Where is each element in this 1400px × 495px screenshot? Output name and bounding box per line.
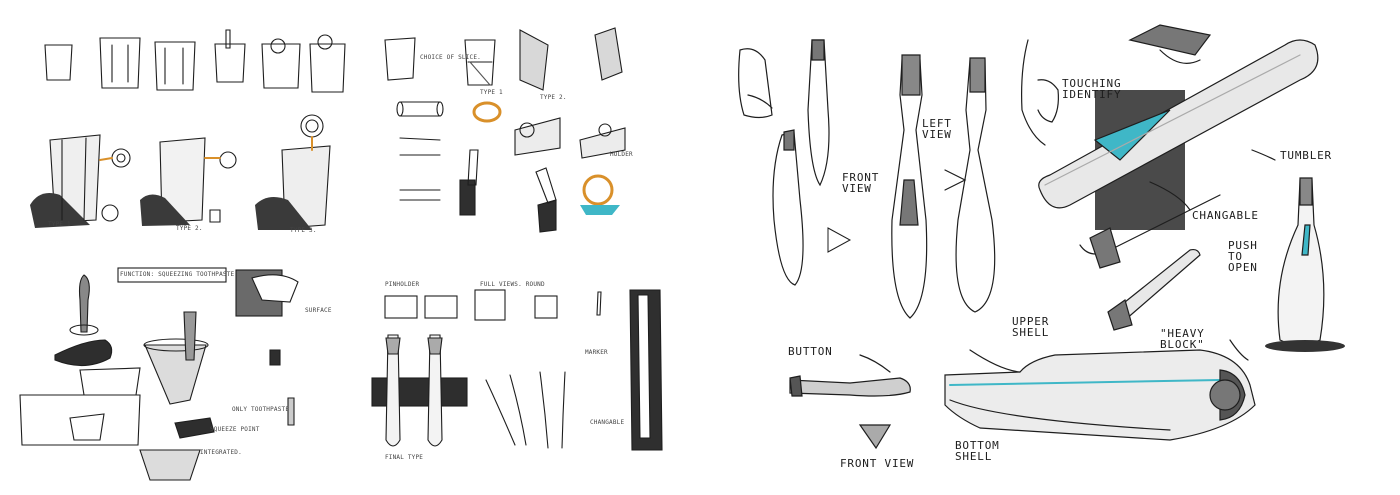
label-upper-shell: UPPER SHELL [1012, 315, 1050, 339]
shaded-cup-row [30, 114, 331, 230]
label-bottom-shell: BOTTOM SHELL [955, 439, 1000, 463]
right-sketch-sheet: FRONT VIEW LEFT VIEW TOUCHING IDENTIFY T… [700, 0, 1400, 495]
label-tumbler: TUMBLER [1280, 149, 1332, 162]
function-label-surface: SURFACE [305, 307, 332, 314]
final-toothbrush-study [371, 289, 663, 451]
label-front-view-bottom: FRONT VIEW [840, 457, 915, 470]
final-label-changable: CHANGABLE [590, 419, 625, 426]
cup-label-2: TYPE 2. [176, 225, 203, 232]
right-sheet-drawing [738, 24, 1345, 450]
cup-label-1: TYPE 1. [48, 221, 75, 228]
holder-parts-study [384, 27, 626, 233]
final-label-type: FINAL TYPE [385, 454, 424, 461]
holder-label-1: TYPE 1 [480, 89, 503, 96]
cup-cut-study-row [44, 29, 346, 93]
final-label-full-views: FULL VIEWS. ROUND [480, 281, 545, 288]
label-push-to-open: PUSH TO OPEN [1228, 239, 1258, 274]
left-sketch-sheet: TYPE 1. TYPE 2. TYPE 3. TYPE 1 TYPE 2. C… [19, 27, 663, 481]
function-label-squeeze-point: SQUEEZE POINT [210, 426, 260, 433]
label-front-view: FRONT VIEW [842, 171, 880, 195]
label-heavy-block: "HEAVY BLOCK" [1160, 327, 1205, 351]
label-left-view: LEFT VIEW [922, 117, 952, 141]
left-sheet-drawing [19, 27, 663, 481]
holder-label-3: CHOICE OF SLICE. [420, 54, 481, 61]
label-changable: CHANGABLE [1192, 209, 1259, 222]
function-label-only-toothpaste: ONLY TOOTHPASTE [232, 406, 290, 413]
label-touching-identify: TOUCHING IDENTIFY [1062, 77, 1122, 101]
final-label-pinholder: PINHOLDER [385, 281, 420, 288]
function-label-integrated: INTEGRATED. [200, 449, 242, 456]
final-label-marker: MARKER [585, 349, 608, 356]
function-squeeze-study [19, 267, 299, 481]
cup-label-3: TYPE 3. [290, 227, 317, 234]
function-title: FUNCTION: SQUEEZING TOOTHPASTE [120, 271, 235, 278]
label-button: BUTTON [788, 345, 833, 358]
holder-label-2: TYPE 2. [540, 94, 567, 101]
holder-label-4: HOLDER [610, 151, 633, 158]
